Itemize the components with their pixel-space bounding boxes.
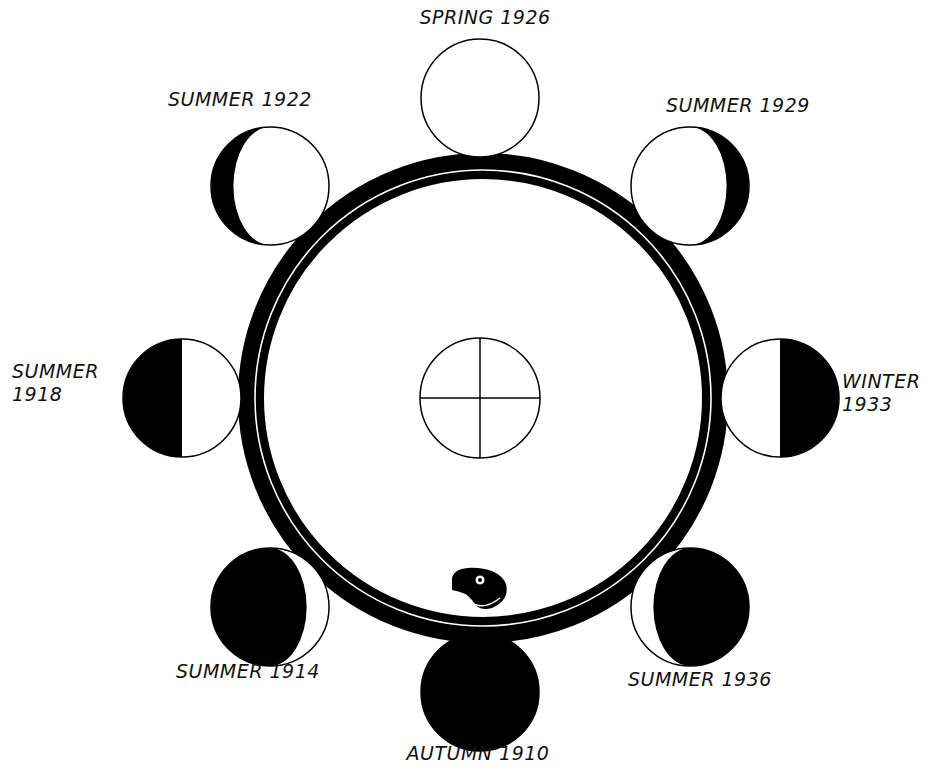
date-label: SUMMER 1918 xyxy=(12,360,104,406)
moon-shadow xyxy=(123,339,182,457)
date-label: SUMMER 1914 xyxy=(176,660,320,683)
moon-outline xyxy=(211,127,329,245)
moon-disc xyxy=(211,548,329,666)
date-label: SUMMER 1922 xyxy=(168,88,312,111)
moon-shadow xyxy=(211,127,270,245)
snake-mouth xyxy=(470,598,500,606)
moon-disc xyxy=(631,548,749,666)
moon-shadow xyxy=(780,339,839,457)
moon-shadow xyxy=(653,548,749,666)
date-label: SPRING 1926 xyxy=(419,6,550,29)
moon-outline xyxy=(421,633,539,751)
snake-pupil xyxy=(478,578,482,582)
moon-disc xyxy=(721,339,839,457)
moon-shadow xyxy=(211,548,307,666)
moon-outline xyxy=(421,39,539,157)
moon-shadow xyxy=(690,127,749,245)
date-label: WINTER 1933 xyxy=(842,370,937,416)
snake-body xyxy=(251,166,715,630)
center-cross xyxy=(479,338,481,458)
moon-disc xyxy=(211,127,329,245)
date-label: AUTUMN 1910 xyxy=(407,742,550,765)
moon-outline xyxy=(631,548,749,666)
snake-head xyxy=(452,568,507,609)
date-label: SUMMER 1929 xyxy=(666,94,810,117)
moon-outline xyxy=(211,548,329,666)
snake-line xyxy=(255,170,711,626)
date-label: SUMMER 1936 xyxy=(628,668,772,691)
moon-phases xyxy=(123,39,839,751)
moon-disc xyxy=(421,39,539,157)
center-circle xyxy=(420,338,540,458)
moon-outline xyxy=(721,339,839,457)
moon-disc xyxy=(123,339,241,457)
moon-dark xyxy=(421,633,539,751)
moon-outline xyxy=(123,339,241,457)
moon-disc xyxy=(631,127,749,245)
snake-eye xyxy=(475,575,485,585)
moon-outline xyxy=(631,127,749,245)
